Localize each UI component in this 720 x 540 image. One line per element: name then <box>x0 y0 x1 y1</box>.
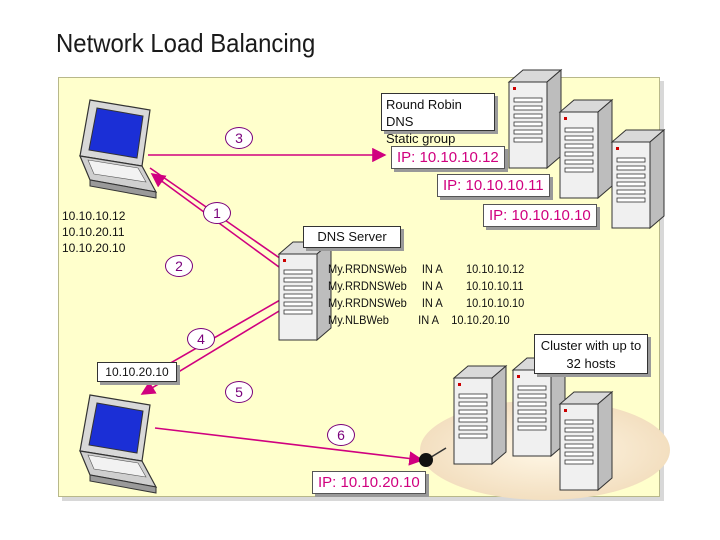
server-rr-12 <box>508 69 562 169</box>
step-2-badge: 2 <box>165 255 193 277</box>
client-address-list: 10.10.10.12 10.10.20.11 10.10.20.10 <box>58 207 148 259</box>
dns-record-type: IN A <box>418 313 440 327</box>
cluster-entry-dot <box>419 453 433 467</box>
dns-record-ip: 10.10.10.11 <box>466 279 524 293</box>
dns-server-label: DNS Server <box>303 226 401 248</box>
dns-server-icon <box>278 241 332 341</box>
ip-label-10-10-10-11: IP: 10.10.10.11 <box>437 174 550 197</box>
step-3-badge: 3 <box>225 127 253 149</box>
dns-record-ip: 10.10.10.12 <box>466 262 525 276</box>
cluster-note: Cluster with up to 32 hosts <box>534 334 648 374</box>
dns-record-name: My.RRDNSWeb <box>328 296 407 310</box>
ip-label-cluster: IP: 10.10.20.10 <box>312 471 426 494</box>
dns-record-1: My.RRDNSWeb IN A 10.10.10.12 <box>328 262 524 276</box>
cluster-server-3 <box>559 391 613 491</box>
arrow-step-6 <box>154 427 424 466</box>
ip-label-10-10-10-12: IP: 10.10.10.12 <box>391 146 505 169</box>
step-6-badge: 6 <box>327 424 355 446</box>
client-address-2: 10.10.20.11 <box>62 225 125 239</box>
cluster-note-line1: Cluster with up to <box>540 338 642 353</box>
step-5-badge: 5 <box>225 381 253 403</box>
cluster-server-1 <box>453 365 507 465</box>
server-rr-11 <box>559 99 613 199</box>
dns-record-name: My.NLBWeb <box>328 313 389 327</box>
arrow-step-2 <box>150 173 295 279</box>
cluster-note-line2: 32 hosts <box>566 356 616 371</box>
dns-record-type: IN A <box>421 296 443 310</box>
dns-record-name: My.RRDNSWeb <box>328 279 407 293</box>
dns-record-2: My.RRDNSWeb IN A 10.10.10.11 <box>328 279 524 293</box>
dns-record-3: My.RRDNSWeb IN A 10.10.10.10 <box>328 296 524 310</box>
dns-record-type: IN A <box>421 262 443 276</box>
round-robin-line1: Round Robin DNS <box>386 97 462 129</box>
dns-record-4: My.NLBWeb IN A 10.10.20.10 <box>328 313 510 327</box>
client-address-1: 10.10.10.12 <box>62 209 126 223</box>
round-robin-dns-label: Round Robin DNS Static group <box>381 93 495 146</box>
page-title: Network Load Balancing <box>56 28 316 58</box>
ip-label-10-10-10-10: IP: 10.10.10.10 <box>483 204 597 227</box>
server-rr-10 <box>611 129 665 229</box>
client-laptop-top <box>79 99 157 199</box>
dns-record-ip: 10.10.20.10 <box>451 313 510 327</box>
dns-record-ip: 10.10.10.10 <box>466 296 525 310</box>
step-1-badge: 1 <box>203 202 231 224</box>
client-address-3: 10.10.20.10 <box>62 241 126 255</box>
round-robin-line2: Static group <box>386 131 456 146</box>
client-bottom-ip: 10.10.20.10 <box>97 362 177 382</box>
dns-record-type: IN A <box>421 279 443 293</box>
client-laptop-bottom <box>79 394 157 494</box>
dns-record-name: My.RRDNSWeb <box>328 262 407 276</box>
step-4-badge: 4 <box>187 328 215 350</box>
